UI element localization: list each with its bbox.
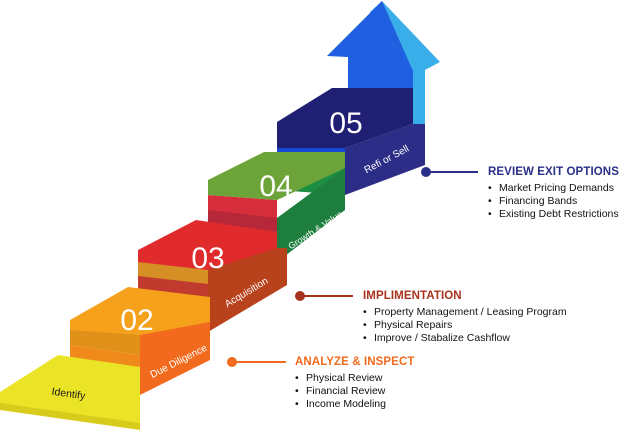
callout-review-exit: REVIEW EXIT OPTIONS Market Pricing Deman… [488,166,619,221]
list-item: Existing Debt Restrictions [488,208,619,221]
step-04-face [277,168,345,262]
step-03-face [208,248,287,332]
step-02-number: 02 [120,304,153,337]
step-04-number: 04 [259,170,292,203]
list-item: Financing Bands [488,195,619,208]
step-02-riser [70,345,140,368]
list-item: Property Management / Leasing Program [363,306,567,319]
step-01-label: Identify [51,386,87,403]
step-05-face [345,124,425,195]
step-01-top [0,355,140,423]
step-03-top [138,220,277,270]
list-item: Improve / Stabalize Cashflow [363,332,567,345]
list-item: Physical Review [295,372,415,385]
step-02-top [70,287,210,335]
connector-implimentation [295,291,353,301]
step-05-number: 05 [329,107,362,140]
step-04 [208,152,345,262]
step-04-top [208,152,345,200]
callout-list: Property Management / Leasing Program Ph… [363,306,567,345]
callout-analyze-inspect: ANALYZE & INSPECT Physical Review Financ… [295,356,415,411]
callout-implimentation: IMPLIMENTATION Property Management / Lea… [363,290,567,345]
step-05-top [277,88,413,148]
callout-list: Physical Review Financial Review Income … [295,372,415,411]
list-item: Market Pricing Demands [488,182,619,195]
step-03 [138,220,287,332]
callout-title: ANALYZE & INSPECT [295,356,415,368]
step-03-number: 03 [191,242,224,275]
connector-analyze [227,357,286,367]
callout-title: REVIEW EXIT OPTIONS [488,166,619,178]
connector-dot [295,291,305,301]
list-item: Financial Review [295,385,415,398]
connector-dot [421,167,431,177]
step-01 [0,355,140,430]
callout-list: Market Pricing Demands Financing Bands E… [488,182,619,221]
step-02 [70,287,210,395]
connector-review-exit [421,167,478,177]
list-item: Physical Repairs [363,319,567,332]
callout-title: IMPLIMENTATION [363,290,462,302]
list-item: Income Modeling [295,398,415,411]
step-02-face [140,322,210,395]
connector-dot [227,357,237,367]
